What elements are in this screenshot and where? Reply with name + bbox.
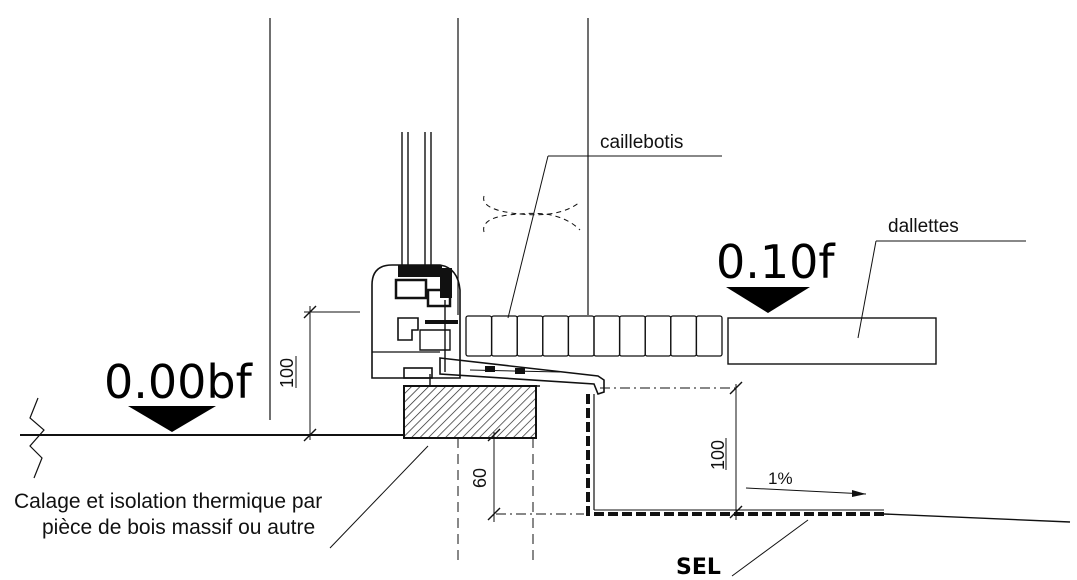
window-frame bbox=[371, 264, 461, 379]
grating-cell bbox=[644, 315, 672, 357]
label-sel: SEL bbox=[676, 519, 809, 580]
swing-dashed-curves bbox=[483, 195, 581, 233]
dallettes-slab bbox=[727, 317, 937, 365]
grating-cell bbox=[490, 315, 518, 357]
grating-cell bbox=[618, 315, 646, 357]
grating-cell bbox=[695, 315, 723, 357]
glazing bbox=[401, 132, 432, 270]
calage-line-2: pièce de bois massif ou autre bbox=[42, 516, 315, 539]
dim-100-right-text: 100 bbox=[708, 440, 728, 470]
label-caillebotis: caillebotis bbox=[507, 132, 722, 319]
dim-100-left-text: 100 bbox=[277, 358, 297, 388]
grating-cell bbox=[567, 315, 595, 357]
grating-cell bbox=[465, 315, 493, 357]
grating-cell bbox=[542, 315, 570, 357]
slope-indicator: 1% bbox=[745, 469, 867, 497]
dimension-60: 60 bbox=[470, 428, 584, 522]
dim-60-text: 60 bbox=[470, 468, 490, 488]
level-marker-right: 0.10f bbox=[716, 235, 836, 313]
waterproofing-membrane bbox=[586, 394, 1071, 523]
grating-cell bbox=[670, 315, 698, 357]
sel-text: SEL bbox=[676, 555, 721, 580]
grating-cell bbox=[516, 315, 544, 357]
calage-line-1: Calage et isolation thermique par bbox=[14, 490, 322, 513]
caillebotis-text: caillebotis bbox=[600, 132, 683, 153]
slope-text: 1% bbox=[768, 469, 793, 488]
dimension-100-right: 100 bbox=[600, 381, 743, 520]
guide-lines bbox=[269, 18, 589, 560]
wood-block bbox=[403, 385, 537, 439]
dimension-100-left: 100 bbox=[277, 305, 360, 442]
label-calage: Calage et isolation thermique par pièce … bbox=[14, 445, 429, 549]
level-left-text: 0.00bf bbox=[104, 355, 254, 409]
grating-cell bbox=[593, 315, 621, 357]
level-right-text: 0.10f bbox=[716, 235, 836, 289]
level-marker-left: 0.00bf bbox=[104, 355, 254, 432]
dallettes-text: dallettes bbox=[888, 216, 959, 237]
ground-line-left bbox=[20, 397, 405, 479]
caillebotis-grating bbox=[465, 315, 723, 357]
label-dallettes: dallettes bbox=[857, 216, 1026, 339]
